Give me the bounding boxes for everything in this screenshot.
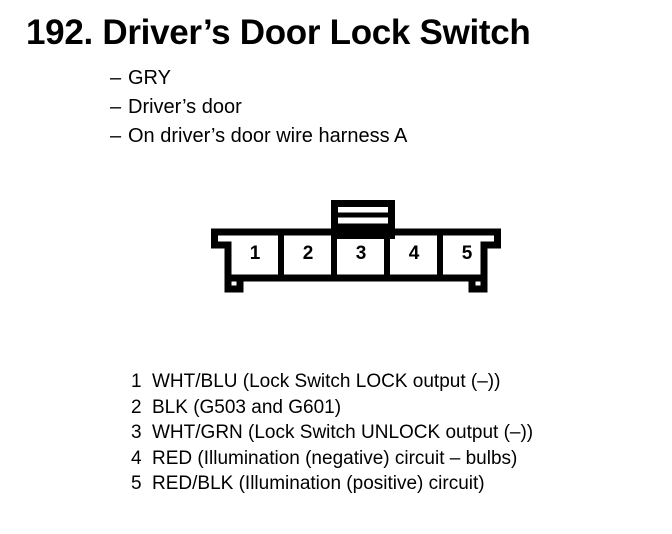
connector-pin-3: 3 <box>356 243 367 264</box>
pin-legend-number: 3 <box>131 422 142 443</box>
attribute-label: Driver’s door <box>128 96 242 118</box>
pin-legend-number: 4 <box>131 447 142 469</box>
pin-legend-item: 2 BLK (G503 and G601) <box>131 395 533 421</box>
connector-pin-4: 4 <box>409 243 420 264</box>
pin-legend-item: 4 RED (Illumination (negative) circuit –… <box>131 446 533 472</box>
attribute-item: – Driver’s door <box>110 93 407 122</box>
connector-pin-2: 2 <box>303 243 314 264</box>
pin-legend-description: WHT/BLU (Lock Switch LOCK output (–)) <box>152 371 501 392</box>
pin-legend-item: 3 WHT/GRN (Lock Switch UNLOCK output (–)… <box>131 420 533 446</box>
pin-legend-description: RED/BLK (Illumination (positive) circuit… <box>152 473 485 494</box>
attribute-label: On driver’s door wire harness A <box>128 125 408 147</box>
attribute-label: GRY <box>128 67 171 89</box>
connector-pin-5: 5 <box>462 243 473 264</box>
attribute-item: – GRY <box>110 64 407 93</box>
pin-legend-description: WHT/GRN (Lock Switch UNLOCK output (–)) <box>152 422 534 443</box>
pin-legend-description: BLK (G503 and G601) <box>152 396 342 418</box>
dash-bullet-icon: – <box>110 67 122 89</box>
pin-legend-number: 1 <box>131 371 142 392</box>
pin-legend-list: 1 WHT/BLU (Lock Switch LOCK output (–)) … <box>131 369 533 497</box>
connector-pin-1: 1 <box>250 243 261 264</box>
attribute-list: – GRY – Driver’s door – On driver’s door… <box>110 64 407 151</box>
dash-bullet-icon: – <box>110 125 122 147</box>
dash-bullet-icon: – <box>110 96 122 118</box>
locking-tab <box>331 200 395 239</box>
page-title: 192. Driver’s Door Lock Switch <box>26 13 531 52</box>
connector-outline-svg: 1 2 3 4 5 <box>211 200 501 293</box>
pin-legend-item: 1 WHT/BLU (Lock Switch LOCK output (–)) <box>131 369 533 395</box>
pin-legend-description: RED (Illumination (negative) circuit – b… <box>152 447 518 469</box>
pin-legend-number: 2 <box>131 396 142 418</box>
attribute-item: – On driver’s door wire harness A <box>110 122 407 151</box>
pin-legend-item: 5 RED/BLK (Illumination (positive) circu… <box>131 471 533 497</box>
connector-diagram: 1 2 3 4 5 <box>200 195 520 305</box>
pin-legend-number: 5 <box>131 473 142 494</box>
